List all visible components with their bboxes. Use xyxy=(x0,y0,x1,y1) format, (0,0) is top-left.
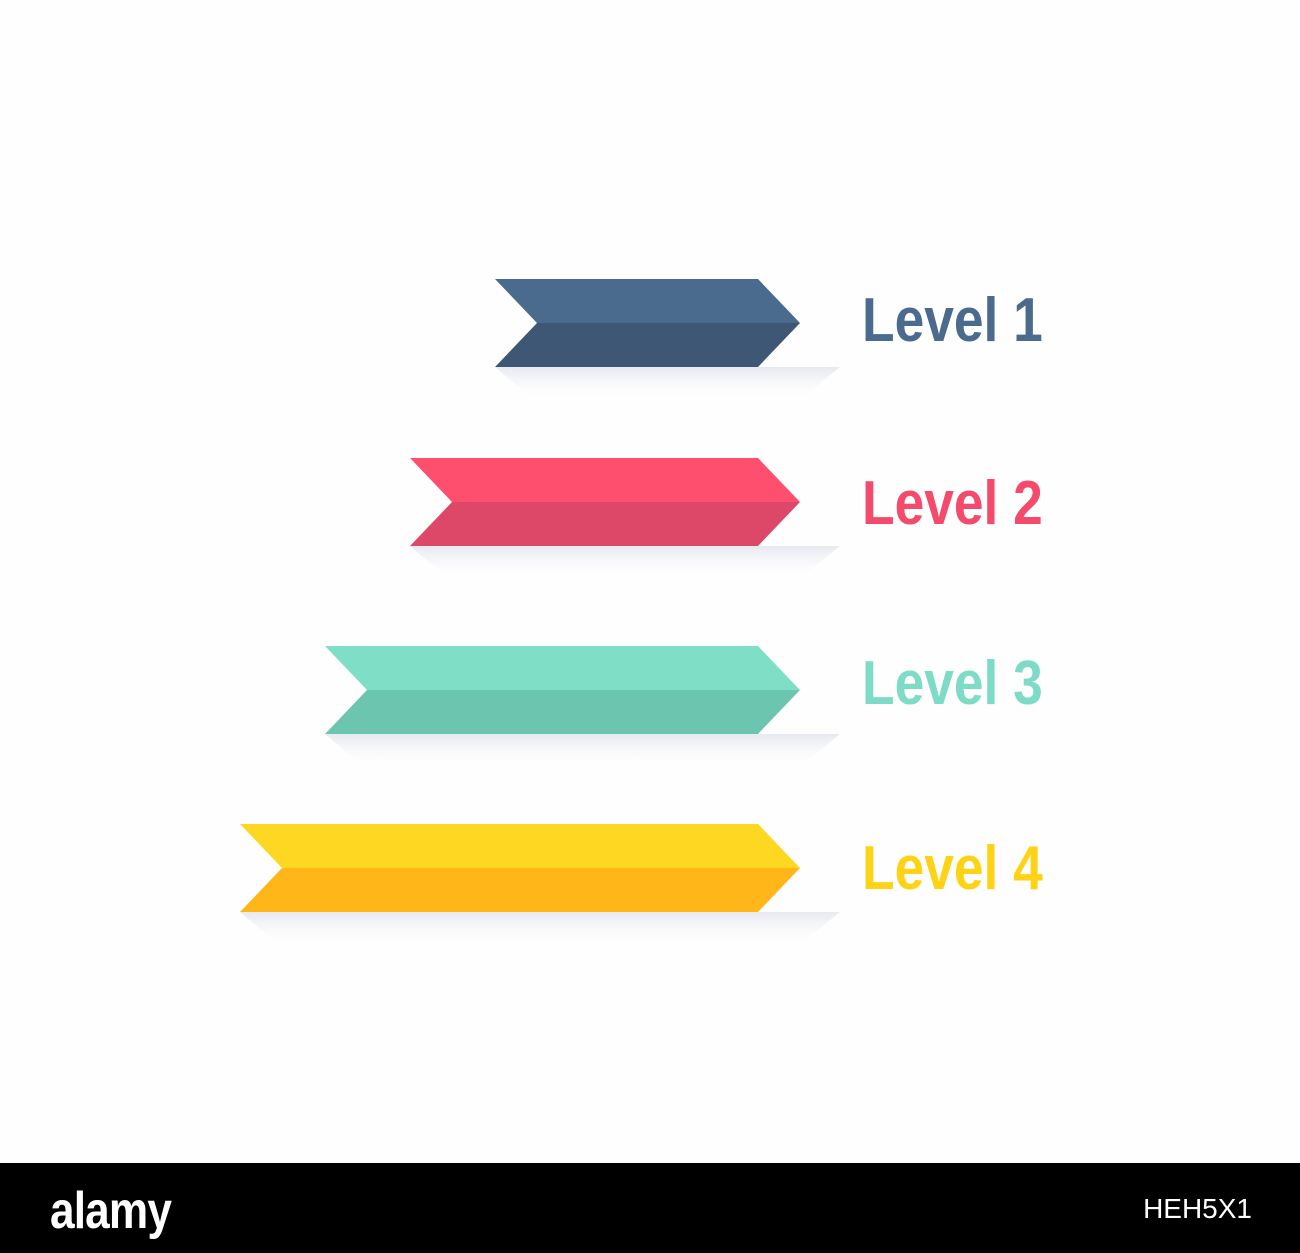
footer-bar: alamy HEH5X1 xyxy=(0,1163,1300,1253)
level-4-arrow-top xyxy=(240,824,800,868)
level-4-arrow xyxy=(240,824,840,946)
level-1-arrow-bottom xyxy=(495,323,800,367)
level-4-arrow-shadow xyxy=(240,912,840,946)
level-3-arrow-top xyxy=(325,646,800,690)
level-4-arrow-bottom xyxy=(240,868,800,912)
level-2-arrow-bottom xyxy=(410,502,800,546)
level-2-arrow xyxy=(410,458,840,580)
level-3-label: Level 3 xyxy=(862,649,1043,718)
level-3-arrow xyxy=(325,646,840,768)
level-1-arrow xyxy=(495,279,840,401)
level-4-label: Level 4 xyxy=(862,834,1043,903)
alamy-logo: alamy xyxy=(50,1182,172,1240)
level-3-arrow-shadow xyxy=(325,734,840,768)
level-1-arrow-shadow xyxy=(495,367,840,401)
level-1-arrow-top xyxy=(495,279,800,323)
level-arrows xyxy=(240,279,840,946)
level-3-arrow-bottom xyxy=(325,690,800,734)
level-1-label: Level 1 xyxy=(862,286,1043,355)
diagram-canvas: Level 1 Level 2 Level 3 Level 4 xyxy=(240,279,1043,946)
level-2-arrow-top xyxy=(410,458,800,502)
level-2-label: Level 2 xyxy=(862,469,1043,538)
image-id: HEH5X1 xyxy=(1143,1193,1252,1224)
level-2-arrow-shadow xyxy=(410,546,840,580)
